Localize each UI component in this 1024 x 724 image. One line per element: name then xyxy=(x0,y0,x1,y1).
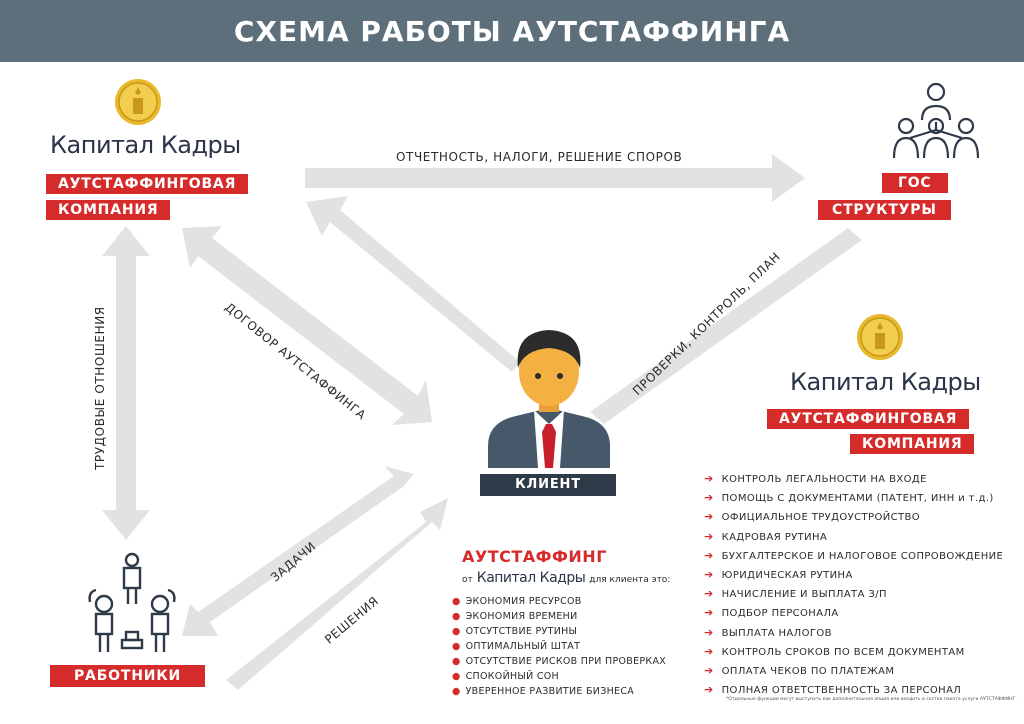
list-item: ➔КАДРОВАЯ РУТИНА xyxy=(704,529,828,543)
arrow-tasks xyxy=(182,466,414,636)
list-item: ➔КОНТРОЛЬ СРОКОВ ПО ВСЕМ ДОКУМЕНТАМ xyxy=(704,644,965,658)
company-brand-name: Капитал Кадры xyxy=(50,131,241,159)
label-reporting: ОТЧЕТНОСТЬ, НАЛОГИ, РЕШЕНИЕ СПОРОВ xyxy=(396,150,683,164)
workers-icon xyxy=(88,552,176,652)
list-item: ●ЭКОНОМИЯ ВРЕМЕНИ xyxy=(452,611,578,622)
benefits-for-client: для клиента это: xyxy=(589,575,671,585)
agency-brand-name: Капитал Кадры xyxy=(790,368,981,396)
list-item: ➔НАЧИСЛЕНИЕ И ВЫПЛАТА З/П xyxy=(704,587,887,601)
list-item: ➔БУХГАЛТЕРСКОЕ И НАЛОГОВОЕ СОПРОВОЖДЕНИЕ xyxy=(704,548,1004,562)
list-item: ➔ВЫПЛАТА НАЛОГОВ xyxy=(704,625,832,639)
benefits-brand: Капитал Кадры xyxy=(476,570,586,586)
list-item: ➔ПОЛНАЯ ОТВЕТСТВЕННОСТЬ ЗА ПЕРСОНАЛ xyxy=(704,683,962,697)
benefits-list: ●ЭКОНОМИЯ РЕСУРСОВ ●ЭКОНОМИЯ ВРЕМЕНИ ●ОТ… xyxy=(452,594,666,699)
page-title: СХЕМА РАБОТЫ АУТСТАФФИНГА xyxy=(233,14,791,48)
list-item: ●ОТСУТСТВИЕ РИСКОВ ПРИ ПРОВЕРКАХ xyxy=(452,656,667,667)
list-item: ●ОПТИМАЛЬНЫЙ ШТАТ xyxy=(452,641,581,652)
arrow-contract xyxy=(182,226,432,425)
benefits-title: АУТСТАФФИНГ xyxy=(462,547,607,566)
coin-logo-icon xyxy=(857,314,903,360)
client-avatar-icon xyxy=(488,330,610,468)
list-item: ●СПОКОЙНЫЙ СОН xyxy=(452,671,559,682)
benefits-from: от xyxy=(462,575,473,585)
list-item: ➔ОПЛАТА ЧЕКОВ ПО ПЛАТЕЖАМ xyxy=(704,664,895,678)
org-chart-icon xyxy=(892,82,980,159)
agency-tag-2: КОМПАНИЯ xyxy=(850,434,975,454)
page-header: СХЕМА РАБОТЫ АУТСТАФФИНГА xyxy=(0,0,1024,62)
arrow-solutions xyxy=(226,498,448,690)
list-item: ➔ЮРИДИЧЕСКАЯ РУТИНА xyxy=(704,568,853,582)
arrow-reporting xyxy=(305,154,805,202)
arrow-checks xyxy=(590,228,862,424)
company-tag-1: АУТСТАФФИНГОВАЯ xyxy=(46,174,249,194)
agency-tag-1: АУТСТАФФИНГОВАЯ xyxy=(767,409,970,429)
benefits-subtitle: от Капитал Кадры для клиента это: xyxy=(462,570,670,586)
list-item: ➔ПОМОЩЬ С ДОКУМЕНТАМИ (ПАТЕНТ, ИНН и т.д… xyxy=(704,491,994,505)
list-item: ●ОТСУТСТВИЕ РУТИНЫ xyxy=(452,626,578,637)
list-item: ➔ПОДБОР ПЕРСОНАЛА xyxy=(704,606,839,620)
list-item: ●ЭКОНОМИЯ РЕСУРСОВ xyxy=(452,596,582,607)
company-tag-2: КОМПАНИЯ xyxy=(46,200,171,220)
label-labor: ТРУДОВЫЕ ОТНОШЕНИЯ xyxy=(93,306,107,470)
gov-tag-2: СТРУКТУРЫ xyxy=(818,200,951,220)
list-item: ➔КОНТРОЛЬ ЛЕГАЛЬНОСТИ НА ВХОДЕ xyxy=(704,472,927,485)
agency-services-list: ➔КОНТРОЛЬ ЛЕГАЛЬНОСТИ НА ВХОДЕ ➔ПОМОЩЬ С… xyxy=(704,470,1003,700)
client-label: КЛИЕНТ xyxy=(480,474,616,496)
agency-footnote: *Отдельные функции могут выступать как д… xyxy=(726,697,1017,702)
list-item: ➔ОФИЦИАЛЬНОЕ ТРУДОУСТРОЙСТВО xyxy=(704,510,921,524)
workers-label: РАБОТНИКИ xyxy=(50,665,206,687)
arrow-client-company xyxy=(306,196,520,372)
list-item: ●УВЕРЕННОЕ РАЗВИТИЕ БИЗНЕСА xyxy=(452,686,635,697)
arrow-labor xyxy=(102,226,150,540)
gov-tag-1: ГОС xyxy=(882,173,948,193)
coin-logo-icon xyxy=(115,79,161,125)
